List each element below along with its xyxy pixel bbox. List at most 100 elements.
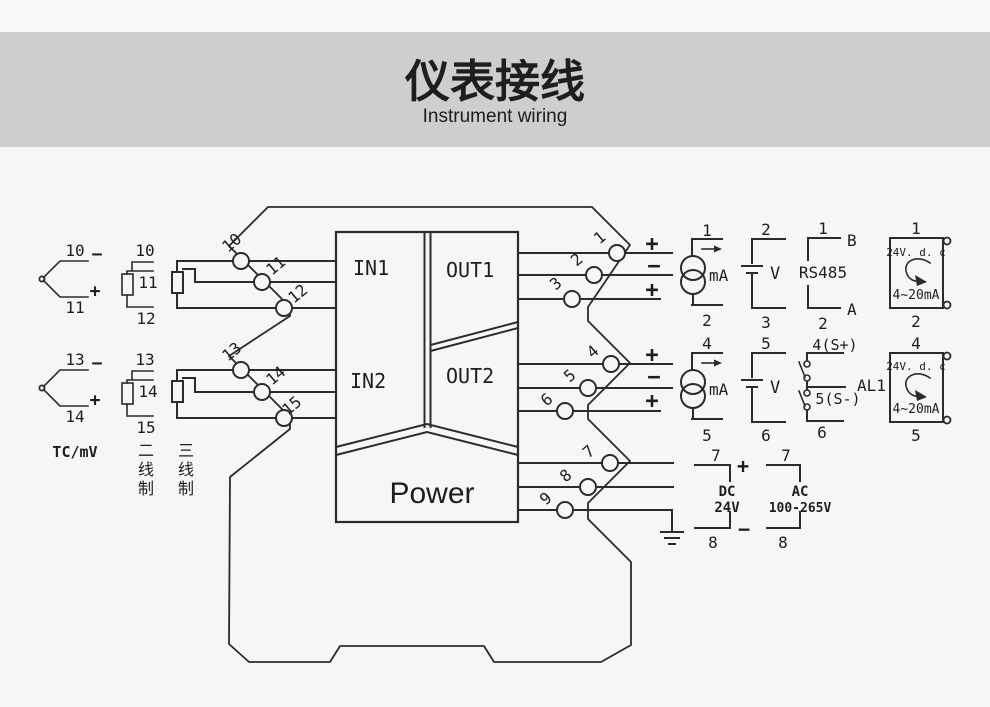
tc1-minus-sign: − bbox=[92, 244, 103, 265]
rs485-port: 1 B RS485 A 2 bbox=[799, 219, 857, 333]
tc2-terminal-top: 13 bbox=[65, 350, 84, 369]
loop1-terminal-bottom: 2 bbox=[911, 312, 921, 331]
out1-polarity-signs: + − + bbox=[645, 232, 660, 303]
rs485-a-label: A bbox=[847, 300, 857, 319]
three-wire-resistor-1 bbox=[171, 271, 184, 294]
wire-13 bbox=[176, 369, 337, 382]
terminal-right-5 bbox=[579, 379, 597, 397]
loop2-terminal-bottom: 5 bbox=[911, 426, 921, 445]
current-source-icon bbox=[680, 369, 706, 395]
plus-sign: + bbox=[645, 232, 658, 257]
isolation-divider bbox=[423, 231, 432, 428]
terminal-right-7 bbox=[601, 454, 619, 472]
tc2-symbol: 13 − 14 + bbox=[38, 350, 103, 426]
tc-mv-label: TC/mV bbox=[52, 443, 97, 461]
terminal-left-11 bbox=[253, 273, 271, 291]
plus-sign: + bbox=[645, 343, 658, 368]
rtd-resistor-icon bbox=[121, 382, 134, 405]
terminal-right-2 bbox=[585, 266, 603, 284]
switch-lever-icon bbox=[797, 360, 807, 379]
dc-label: DC bbox=[719, 484, 736, 500]
two-wire-terminal: 11 bbox=[138, 273, 157, 292]
svg-text:制: 制 bbox=[178, 479, 194, 498]
minus-sign: − bbox=[647, 365, 660, 390]
top-strip bbox=[0, 0, 990, 32]
loop2-terminal-top: 4 bbox=[911, 334, 921, 353]
v2-terminal-top: 5 bbox=[761, 334, 771, 353]
svg-text:线: 线 bbox=[138, 460, 154, 479]
two-wire-terminal: 13 bbox=[135, 350, 154, 369]
out1-label: OUT1 bbox=[446, 258, 494, 282]
plus-sign: + bbox=[737, 454, 749, 478]
ma-source-1: 1 mA 2 bbox=[680, 221, 729, 330]
current-source-icon bbox=[680, 269, 706, 295]
ma2-label: mA bbox=[709, 380, 729, 399]
ac-voltage-label: 100-265V bbox=[769, 501, 832, 516]
alarm-terminal-bottom: 6 bbox=[817, 423, 827, 442]
loop-box-frame bbox=[889, 352, 944, 423]
ac-terminal-bottom: 8 bbox=[778, 533, 788, 552]
loop-terminal-icon bbox=[942, 351, 952, 361]
switch-lever-icon bbox=[797, 389, 807, 408]
voltmeter-2: 5 V 6 bbox=[741, 334, 786, 445]
alarm-terminal-mid: 5(S-) bbox=[815, 390, 860, 408]
terminal-left-14 bbox=[253, 383, 271, 401]
v1-terminal-bottom: 3 bbox=[761, 313, 771, 332]
out1-out2-divider bbox=[429, 320, 520, 353]
v1-label: V bbox=[770, 264, 780, 284]
loop1-supply-label: 24V. d. c bbox=[886, 246, 946, 259]
device-block: IN1 OUT1 IN2 OUT2 Power bbox=[334, 230, 520, 524]
alarm-terminal-top: 4(S+) bbox=[812, 336, 857, 354]
out2-polarity-signs: + − + bbox=[645, 343, 660, 414]
dc-terminal-bottom: 8 bbox=[708, 533, 718, 552]
loop1-range-label: 4~20mA bbox=[893, 288, 940, 303]
rtd-resistor-icon bbox=[121, 273, 134, 296]
tc1-plus-sign: + bbox=[90, 281, 101, 302]
rs485-b-label: B bbox=[847, 231, 857, 250]
power-label: Power bbox=[389, 477, 474, 510]
ma1-terminal-top: 1 bbox=[702, 221, 712, 240]
ma2-terminal-bottom: 5 bbox=[702, 426, 712, 445]
ma-source-2: 4 mA 5 bbox=[680, 334, 729, 445]
two-wire-terminal: 12 bbox=[136, 309, 155, 328]
terminal-right-8 bbox=[579, 478, 597, 496]
v2-terminal-bottom: 6 bbox=[761, 426, 771, 445]
tc1-symbol: 10 − 11 + bbox=[38, 241, 103, 317]
dc-voltage-label: 24V bbox=[714, 500, 740, 516]
ma2-terminal-top: 4 bbox=[702, 334, 712, 353]
page-title: 仪表接线 bbox=[404, 55, 585, 108]
current-source-icon bbox=[680, 255, 706, 281]
rs485-terminal-top: 1 bbox=[818, 219, 828, 238]
ac-label: AC bbox=[792, 484, 809, 500]
in1-label: IN1 bbox=[353, 256, 389, 280]
svg-text:线: 线 bbox=[178, 460, 194, 479]
ac-supply: 7 AC 100-265V 8 bbox=[766, 446, 832, 552]
terminal-right-3 bbox=[563, 290, 581, 308]
v1-terminal-top: 2 bbox=[761, 220, 771, 239]
loop1-terminal-top: 1 bbox=[911, 219, 921, 238]
contact-icon bbox=[803, 360, 811, 368]
loop-terminal-icon bbox=[942, 415, 952, 425]
rs485-terminal-bottom: 2 bbox=[818, 314, 828, 333]
terminal-right-6 bbox=[556, 402, 574, 420]
svg-text:二: 二 bbox=[138, 441, 154, 460]
two-wire-terminal: 15 bbox=[136, 418, 155, 437]
loop2-supply-label: 24V. d. c bbox=[886, 360, 946, 373]
terminal-left-15 bbox=[275, 409, 293, 427]
loop-arrow-icon bbox=[905, 258, 932, 282]
terminal-right-9 bbox=[556, 501, 574, 519]
title-band bbox=[0, 32, 990, 147]
terminal-left-10 bbox=[232, 252, 250, 270]
three-wire-resistor-2 bbox=[171, 380, 184, 403]
dc-terminal-top: 7 bbox=[711, 446, 721, 465]
tc1-terminal-bottom: 11 bbox=[65, 298, 84, 317]
terminal-left-13 bbox=[232, 361, 250, 379]
dc-supply: 7 + DC 24V − 8 bbox=[694, 446, 750, 552]
page-subtitle: Instrument wiring bbox=[423, 106, 568, 127]
svg-text:制: 制 bbox=[138, 479, 154, 498]
tc2-terminal-bottom: 14 bbox=[65, 407, 84, 426]
power-divider bbox=[334, 422, 520, 457]
minus-sign: − bbox=[738, 517, 750, 541]
alarm-label: AL1 bbox=[857, 376, 886, 395]
